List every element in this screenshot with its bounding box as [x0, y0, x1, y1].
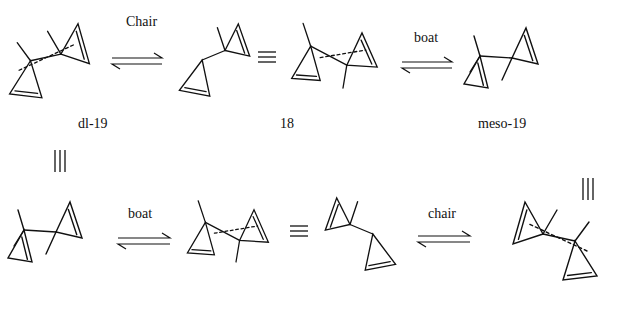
dashed-line	[19, 45, 74, 71]
double-bond	[237, 31, 245, 54]
bond	[303, 23, 311, 46]
double-bond	[361, 40, 372, 64]
bond	[470, 56, 480, 72]
double-bond	[478, 63, 484, 85]
bond	[350, 202, 358, 225]
dashed-line	[214, 226, 257, 233]
equivalence-symbol	[258, 52, 276, 62]
cyclopropene-ring	[179, 60, 209, 96]
bond	[236, 240, 240, 262]
open-conformer	[325, 198, 395, 270]
cyclopropene-ring	[10, 61, 42, 98]
equilibrium-arrow	[418, 231, 470, 247]
bond	[48, 31, 61, 54]
equivalence-symbol	[583, 178, 593, 200]
cyclopropene-ring	[512, 28, 538, 64]
cyclopropene-ring	[325, 198, 350, 230]
equivalence-symbol	[55, 150, 65, 172]
cyclopropene-ring	[563, 241, 597, 280]
bond	[575, 222, 589, 241]
equilibrium-arrow	[112, 53, 162, 69]
double-bond	[76, 31, 84, 59]
bond	[543, 210, 557, 234]
reaction-condition: boat	[128, 206, 152, 221]
bond	[202, 51, 225, 61]
double-bond	[68, 209, 76, 234]
cyclopropene-ring	[365, 234, 395, 270]
dashed-line	[320, 50, 366, 58]
double-bond	[192, 250, 211, 251]
reaction-condition: chair	[428, 206, 456, 221]
bond	[350, 225, 373, 235]
equilibrium-arrow	[118, 233, 170, 249]
open-conformer	[179, 24, 249, 96]
double-bond	[518, 210, 526, 239]
reaction-condition: boat	[414, 30, 438, 45]
boat-conformer	[187, 201, 268, 262]
bond	[17, 43, 30, 61]
double-bond	[253, 217, 263, 240]
cyclopropene-ring	[464, 56, 488, 88]
cyclopropene-ring	[513, 202, 543, 244]
dashed-line	[529, 224, 587, 251]
double-bond	[297, 75, 317, 76]
bond	[343, 65, 347, 88]
double-bond	[185, 88, 206, 92]
cyclopropene-ring	[225, 24, 250, 56]
bond	[14, 230, 24, 246]
bond	[198, 201, 205, 223]
compound-label: meso-19	[478, 116, 526, 131]
meso-conformer	[464, 28, 538, 88]
bond	[474, 36, 480, 56]
cyclopropene-ring	[292, 46, 321, 80]
boat-conformer	[292, 23, 378, 88]
double-bond	[330, 205, 338, 228]
bond	[502, 58, 512, 80]
compound-label: dl-19	[78, 116, 108, 131]
compound-label: 18	[280, 116, 294, 131]
double-bond	[369, 262, 390, 266]
dl-conformer	[10, 24, 90, 98]
double-bond	[568, 273, 592, 276]
equilibrium-arrow	[402, 57, 452, 73]
double-bond	[22, 237, 28, 259]
chair-conformer	[513, 202, 597, 280]
cyclopropene-ring	[187, 222, 214, 254]
cyclopropene-ring	[56, 202, 82, 238]
bond	[46, 232, 56, 254]
equivalence-symbol	[290, 226, 308, 236]
bond	[217, 28, 225, 51]
bond	[480, 56, 512, 58]
double-bond	[524, 35, 532, 60]
bond	[18, 210, 24, 230]
double-bond	[15, 91, 38, 94]
dl-conformer	[8, 202, 82, 262]
cyclopropene-ring	[61, 24, 90, 64]
bond	[24, 230, 56, 232]
cyclopropene-ring	[8, 230, 32, 262]
reaction-condition: Chair	[126, 14, 157, 29]
